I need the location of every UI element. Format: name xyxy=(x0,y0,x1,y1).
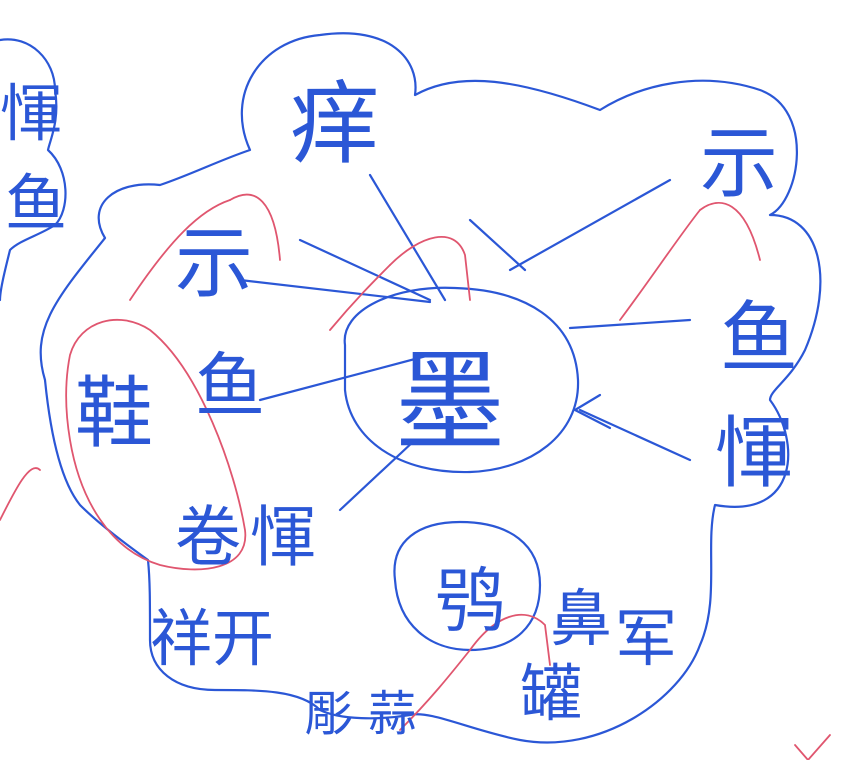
spoke-left-middle xyxy=(258,353,432,402)
far-left-cloud xyxy=(0,38,67,302)
spoke-left-upper-1 xyxy=(298,238,432,302)
outer-cloud-outline xyxy=(39,32,822,744)
red-arc-left-upper xyxy=(229,193,281,261)
bottom-right-c-label: 罐 xyxy=(520,657,582,730)
far-left-bottom-label: 鱼 xyxy=(5,167,67,240)
left-middle-a-label: 鞋 xyxy=(75,369,153,459)
red-stroke-left-diag xyxy=(129,199,231,301)
spoke-right-lower xyxy=(578,408,692,462)
bottom-small-circle xyxy=(393,520,542,652)
right-upper-label: 示 xyxy=(700,119,778,209)
spoke-right-upper-1 xyxy=(508,178,672,272)
far-left-top-label: 惲 xyxy=(0,77,62,150)
bottom-left-label: 祥开 xyxy=(150,602,274,675)
spoke-top xyxy=(368,173,447,302)
spoke-right-upper-2 xyxy=(468,218,527,272)
red-stroke-center-diag xyxy=(329,264,391,331)
top-label: 痒 xyxy=(290,72,380,177)
left-lower-a-label: 卷 xyxy=(175,499,241,576)
bottom-right-a-label: 鼻 xyxy=(550,582,612,655)
red-corner-mark xyxy=(794,734,831,760)
bottom-circle-label: 鸮 xyxy=(435,560,505,642)
red-arc-center xyxy=(389,236,471,301)
red-stroke-right-diag xyxy=(619,209,701,321)
red-stroke-far-left xyxy=(0,467,41,521)
bottom-center-label: 彫 蒜 xyxy=(305,686,416,742)
left-lower-b-label: 惲 xyxy=(250,499,316,576)
center-label: 墨 xyxy=(395,338,505,466)
spoke-lower-left xyxy=(338,438,417,512)
left-upper-label: 示 xyxy=(175,219,253,309)
red-stroke-bottom-diag xyxy=(399,649,471,731)
right-lower-label: 惲 xyxy=(715,409,793,499)
left-middle-b-label: 鱼 xyxy=(195,345,265,427)
red-arc-bottom xyxy=(469,613,551,666)
right-middle-label: 鱼 xyxy=(720,294,798,384)
arrow-head xyxy=(573,393,612,430)
spoke-right-middle xyxy=(568,318,692,330)
spoke-left-upper-2 xyxy=(238,278,432,304)
red-loop-left xyxy=(65,318,247,571)
red-arc-right xyxy=(699,202,761,261)
bottom-right-b-label: 军 xyxy=(615,602,677,675)
